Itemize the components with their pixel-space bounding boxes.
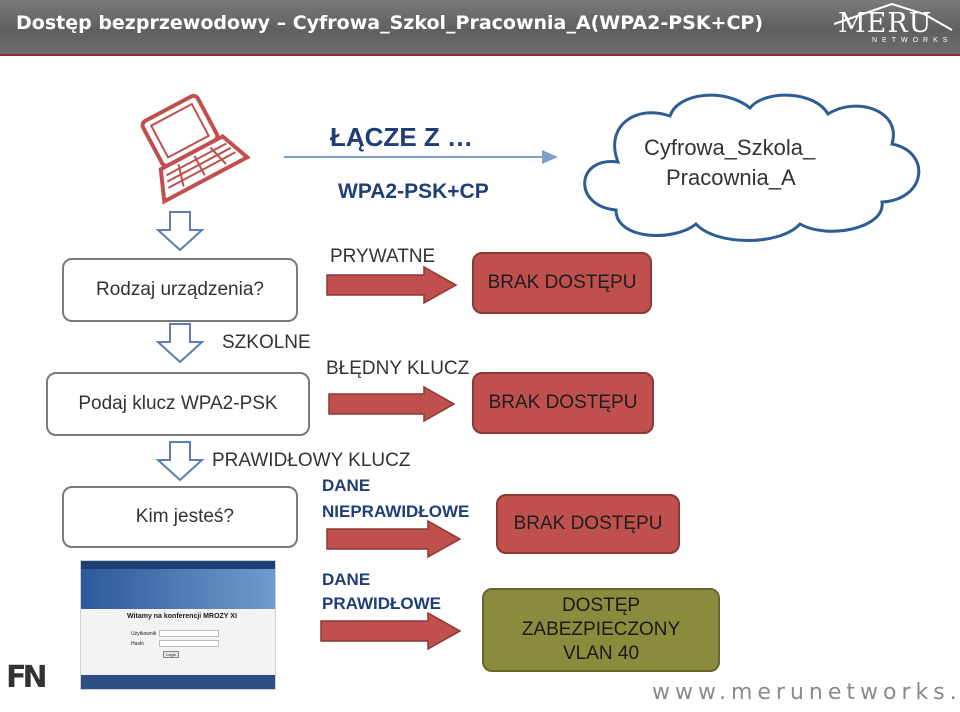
- header-bar: Dostęp bezprzewodowy – Cyfrowa_Szkol_Pra…: [0, 0, 960, 56]
- step-enter-key: Podaj klucz WPA2-PSK: [46, 372, 310, 436]
- page-title: Dostęp bezprzewodowy – Cyfrowa_Szkol_Pra…: [16, 12, 764, 34]
- brand-name: MERU: [838, 8, 933, 39]
- result-no-access-wrong-key-label: BRAK DOSTĘPU: [488, 392, 638, 413]
- portal-title: Witamy na konferencji MROZY XI: [127, 613, 237, 620]
- branch-invalid-data-line1: DANE: [322, 476, 371, 495]
- result-no-access-invalid-data: BRAK DOSTĘPU: [496, 494, 680, 554]
- portal-login-button[interactable]: Login: [163, 651, 179, 658]
- down-arrow-2: [155, 323, 205, 364]
- step-enter-key-label: Podaj klucz WPA2-PSK: [78, 393, 278, 414]
- step-device-type-label: Rodzaj urządzenia?: [96, 279, 264, 300]
- result-no-access-invalid-data-label: BRAK DOSTĘPU: [513, 513, 663, 534]
- fn-logo: FN: [6, 660, 48, 695]
- network-name-line2: Pracownia_A: [666, 165, 796, 190]
- arrow-invalid-data: [326, 519, 462, 559]
- arrow-private: [326, 265, 458, 305]
- branch-private-label: PRYWATNE: [330, 246, 436, 267]
- website-url: www.merunetworks.pl: [652, 680, 960, 705]
- branch-valid-data-line2: PRAWIDŁOWE: [322, 594, 441, 613]
- portal-password-input[interactable]: [159, 640, 219, 647]
- network-name-line1: Cyfrowa_Szkola_: [644, 135, 816, 160]
- step-who-are-you-label: Kim jesteś?: [135, 506, 234, 527]
- portal-user-label: Użytkownik: [131, 631, 157, 637]
- branch-valid-data-line1: DANE: [322, 570, 371, 589]
- branch-wrong-key-label: BŁĘDNY KLUCZ: [326, 358, 470, 379]
- connect-arrow: [284, 150, 558, 164]
- down-arrow-3: [155, 441, 205, 482]
- result-access-line2: ZABEZPIECZONY: [521, 619, 681, 640]
- network-cloud-icon: [583, 93, 921, 242]
- result-no-access-wrong-key: BRAK DOSTĘPU: [472, 372, 654, 434]
- laptop-icon: [140, 93, 251, 205]
- connect-security: WPA2-PSK+CP: [338, 180, 489, 203]
- step-device-type: Rodzaj urządzenia?: [62, 258, 298, 322]
- branch-correct-key-label: PRAWIDŁOWY KLUCZ: [212, 450, 411, 471]
- result-access-granted: DOSTĘP ZABEZPIECZONY VLAN 40: [482, 588, 720, 672]
- arrow-valid-data: [320, 611, 462, 651]
- result-access-line3: VLAN 40: [562, 643, 640, 664]
- branch-school-label: SZKOLNE: [222, 332, 311, 353]
- portal-top-bar: [81, 561, 275, 569]
- portal-user-input[interactable]: [159, 630, 219, 637]
- arrow-wrong-key: [328, 385, 456, 423]
- meru-mountain-icon: [833, 2, 953, 31]
- down-arrow-1: [155, 211, 205, 252]
- portal-footer: [81, 675, 275, 689]
- result-access-line1: DOSTĘP: [561, 595, 641, 616]
- branch-invalid-data-line2: NIEPRAWIDŁOWE: [322, 502, 470, 521]
- portal-password-label: Hasło: [131, 641, 144, 647]
- step-who-are-you: Kim jesteś?: [62, 486, 298, 548]
- brand-sub: NETWORKS: [872, 37, 953, 44]
- result-no-access-private-label: BRAK DOSTĘPU: [487, 272, 637, 293]
- captive-portal-screenshot: Witamy na konferencji MROZY XI Użytkowni…: [80, 560, 276, 690]
- portal-banner: [81, 569, 275, 609]
- connect-title: ŁĄCZE Z …: [330, 122, 473, 152]
- result-no-access-private: BRAK DOSTĘPU: [472, 252, 652, 314]
